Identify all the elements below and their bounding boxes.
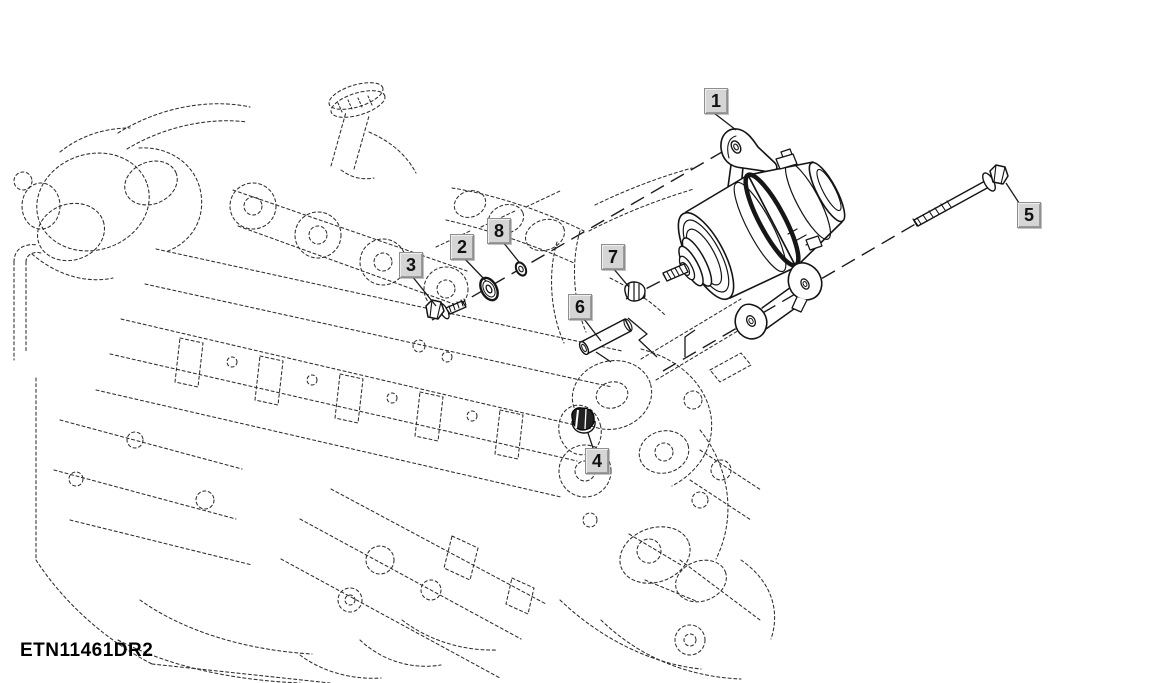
callout-1-label: 1 — [710, 91, 721, 111]
callout-7-nut: 7 — [601, 244, 625, 270]
leader-2 — [463, 257, 487, 282]
callout-3-bolt: 3 — [399, 252, 423, 278]
callout-2-label: 2 — [456, 237, 467, 257]
callout-4-label: 4 — [591, 451, 602, 471]
leader-3 — [411, 275, 437, 307]
callout-5-label: 5 — [1023, 205, 1034, 225]
leader-7 — [612, 267, 630, 288]
callout-8-label: 8 — [493, 221, 504, 241]
callout-6-spacer: 6 — [568, 294, 592, 320]
washer-2 — [479, 276, 499, 302]
callout-2-washer: 2 — [450, 234, 474, 260]
alternator — [662, 128, 846, 340]
bolt-3 — [425, 298, 467, 320]
drawing-code: ETN11461DR2 — [20, 640, 154, 661]
callout-8-washer: 8 — [487, 218, 511, 244]
shaft-threads — [662, 265, 684, 282]
rear-cap — [808, 161, 846, 223]
bolt-5 — [912, 164, 1009, 227]
lower-right-ear-hole — [800, 278, 810, 290]
leader-8 — [502, 241, 520, 263]
callout-3-label: 3 — [405, 255, 416, 275]
bracket-edges — [595, 317, 696, 363]
washer-8 — [514, 261, 528, 277]
callout-5-bolt: 5 — [1017, 202, 1041, 228]
callout-4-nut: 4 — [585, 448, 609, 474]
callout-1-alternator: 1 — [704, 88, 728, 114]
callout-6-label: 6 — [574, 297, 585, 317]
nut-4 — [571, 407, 596, 434]
engine-phantom — [13, 82, 776, 683]
callout-7-label: 7 — [607, 247, 618, 267]
nut-7 — [624, 281, 646, 302]
leader-6 — [583, 318, 602, 342]
leader-1 — [713, 112, 737, 131]
upper-mount-ear — [720, 128, 778, 173]
spacer-6 — [578, 318, 633, 356]
bottom-ear-hole — [745, 315, 757, 327]
upper-ear-hole — [730, 140, 742, 154]
